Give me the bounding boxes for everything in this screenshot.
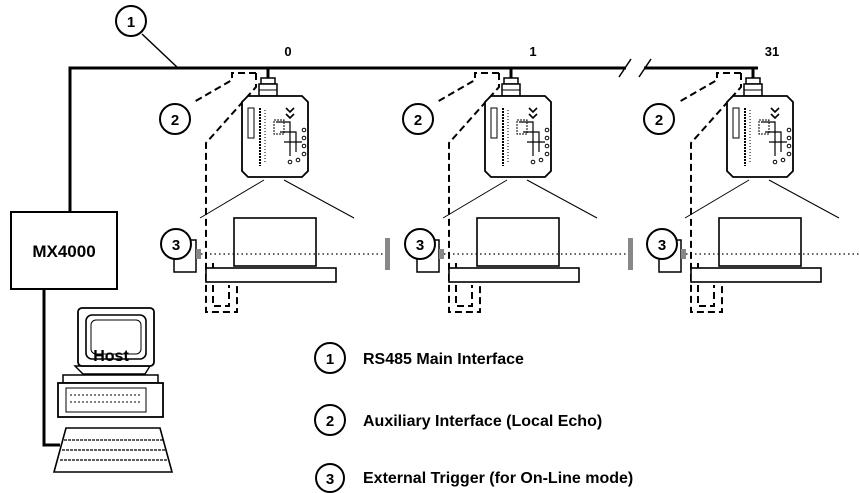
svg-text:3: 3 (416, 237, 424, 254)
svg-text:3: 3 (172, 237, 180, 254)
node-address-0: 0 (284, 44, 291, 59)
legend-text-3: External Trigger (for On-Line mode) (363, 470, 633, 487)
svg-text:2: 2 (414, 112, 422, 129)
callout-3-node-31: 3 (646, 228, 678, 260)
svg-text:2: 2 (655, 112, 663, 129)
host-link (42, 289, 60, 447)
rs485-bus (68, 66, 758, 212)
callout-2-node-31: 2 (643, 103, 675, 135)
scanner-station-0 (173, 72, 391, 313)
host-label: Host (93, 348, 129, 365)
legend-item-1: 1 RS485 Main Interface (314, 342, 524, 374)
svg-text:1: 1 (127, 14, 135, 31)
scanner-station-31 (658, 72, 859, 313)
callout-1-bus: 1 (115, 5, 147, 37)
callout-2-node-0: 2 (159, 103, 191, 135)
callout-3-node-0: 3 (160, 228, 192, 260)
node-address-31: 31 (765, 44, 779, 59)
callout-2-node-1: 2 (402, 103, 434, 135)
legend-item-2: 2 Auxiliary Interface (Local Echo) (314, 404, 602, 436)
legend-number-2: 2 (326, 413, 334, 430)
scanner-station-1 (416, 72, 634, 313)
svg-text:2: 2 (171, 112, 179, 129)
legend-number-3: 3 (326, 471, 334, 488)
mx4000-controller (10, 211, 118, 290)
legend: 1 RS485 Main Interface 2 Auxiliary Inter… (314, 342, 633, 493)
legend-text-1: RS485 Main Interface (363, 351, 524, 368)
host-computer-icon (52, 307, 174, 473)
legend-item-3: 3 External Trigger (for On-Line mode) (315, 463, 633, 493)
node-address-1: 1 (529, 44, 536, 59)
legend-text-2: Auxiliary Interface (Local Echo) (363, 413, 602, 430)
callout-3-node-1: 3 (404, 228, 436, 260)
mx4000-label: MX4000 (32, 242, 95, 261)
legend-number-1: 1 (326, 351, 334, 368)
svg-text:3: 3 (658, 237, 666, 254)
